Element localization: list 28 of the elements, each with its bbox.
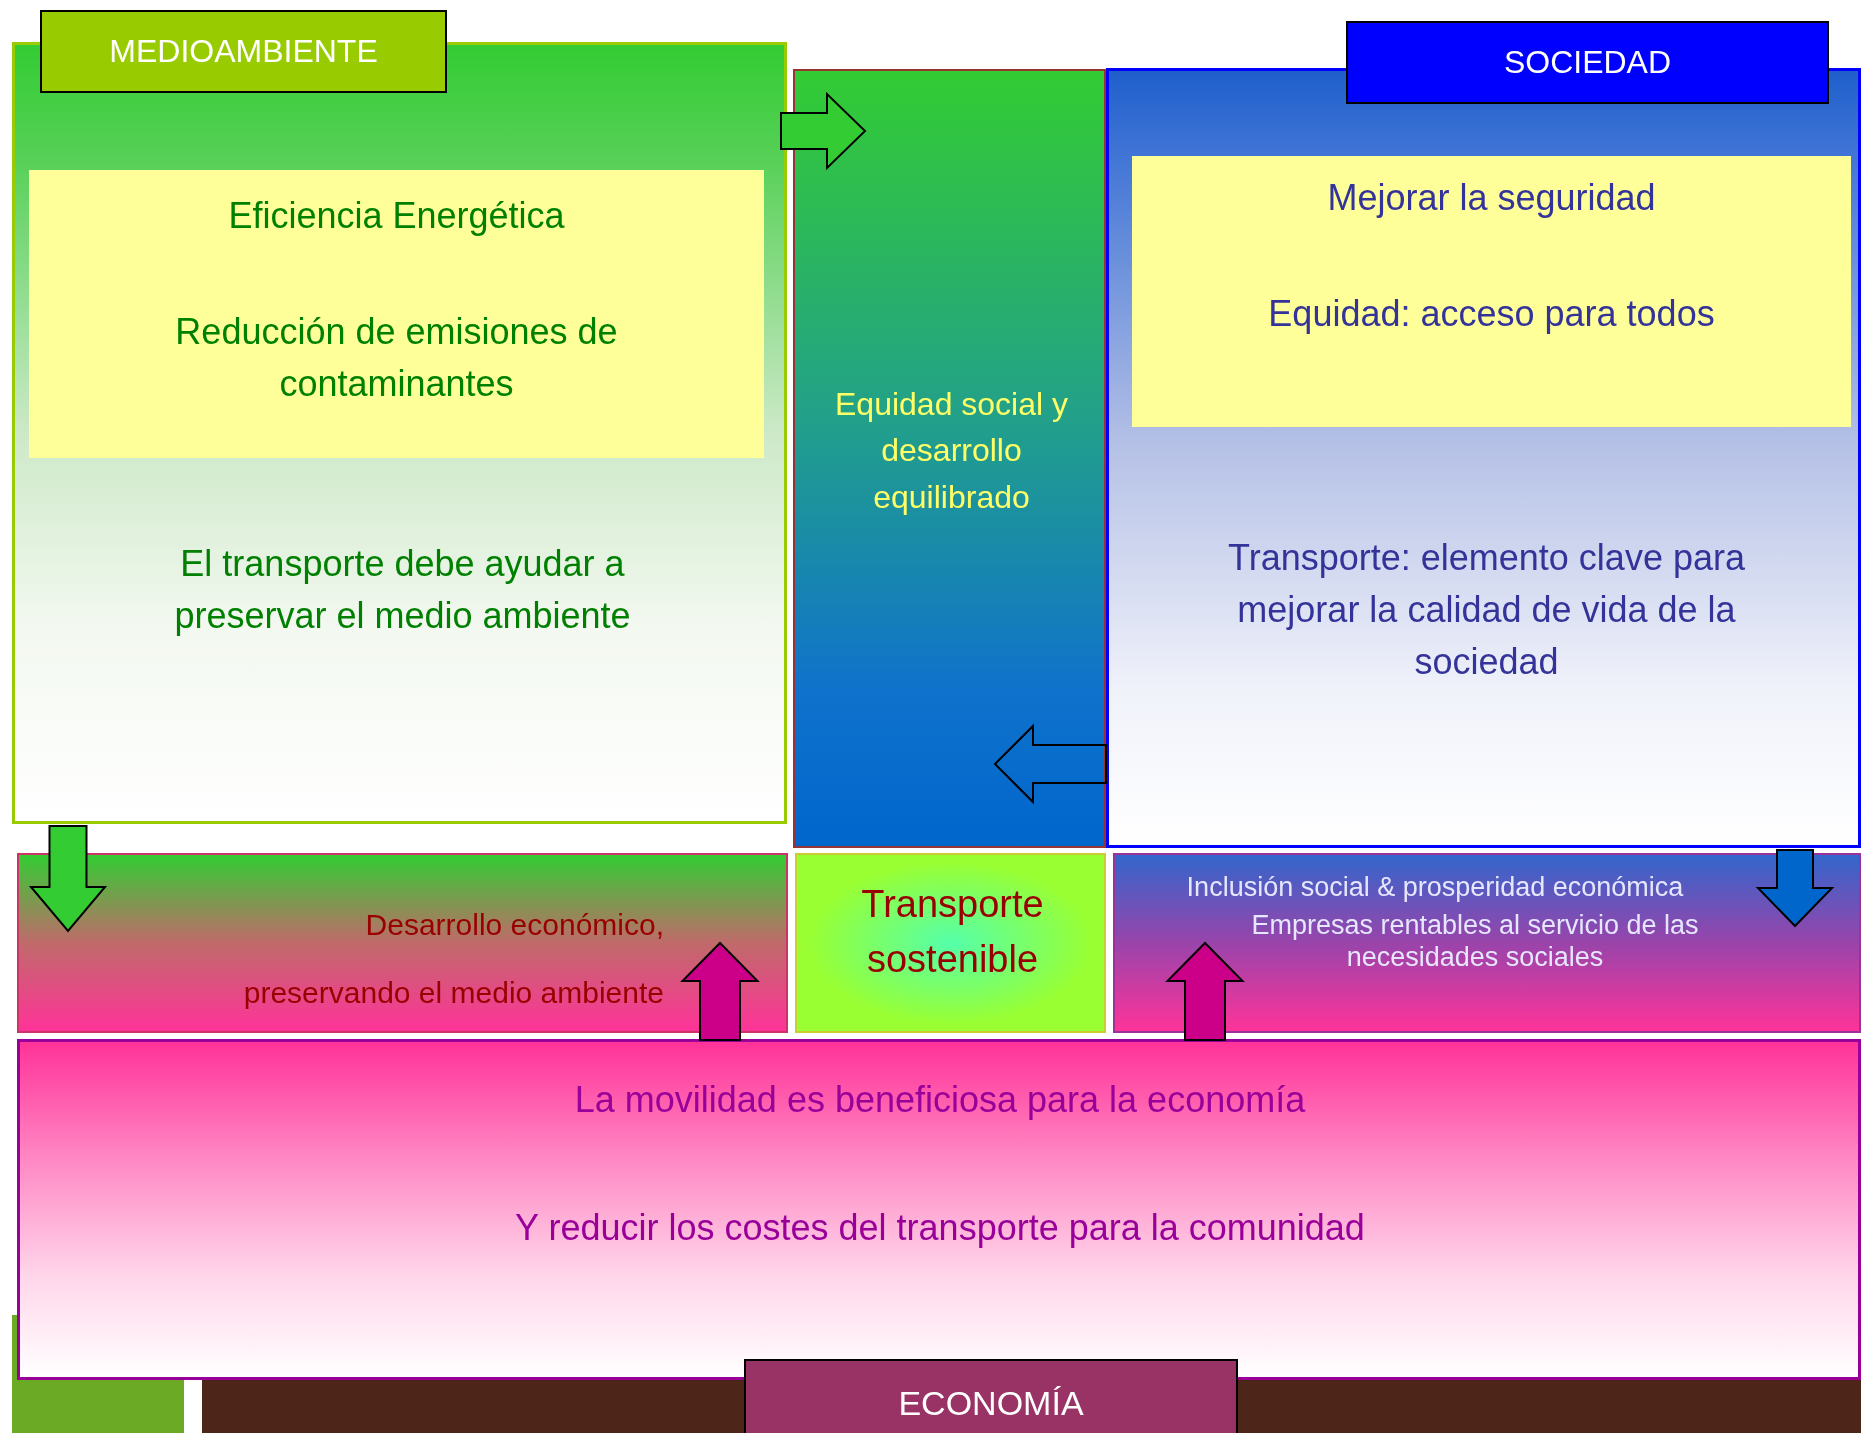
node-text: Mejorar la seguridad bbox=[1326, 176, 1657, 220]
block-arrow bbox=[780, 91, 867, 171]
node-text: Empresas rentables al servicio de las necesidades sociales bbox=[1250, 909, 1700, 974]
center-panel bbox=[795, 853, 1106, 1033]
section-tab: SOCIEDAD bbox=[1346, 21, 1829, 105]
node-text: Y reducir los costes del transporte para la comunidad bbox=[514, 1206, 1366, 1250]
block-arrow bbox=[993, 723, 1107, 805]
block-arrow bbox=[28, 825, 108, 933]
economy-environment-panel bbox=[17, 853, 788, 1033]
node-text: Desarrollo económico, preservando el medio ambiente bbox=[242, 907, 664, 1011]
node-text: Inclusión social & prosperidad económica bbox=[1185, 871, 1685, 904]
node-text: Equidad social y desarrollo equilibrado bbox=[834, 385, 1069, 517]
node-text: Reducción de emisiones de contaminantes bbox=[174, 310, 619, 407]
highlight-panel bbox=[29, 170, 764, 458]
block-arrow bbox=[680, 941, 760, 1041]
center-panel bbox=[793, 69, 1106, 848]
economy-society-panel bbox=[1113, 853, 1861, 1033]
block-arrow bbox=[1755, 849, 1835, 928]
section-tab: MEDIOAMBIENTE bbox=[40, 10, 447, 94]
block-arrow bbox=[1165, 941, 1245, 1041]
node-text: El transporte debe ayudar a preservar el medio ambiente bbox=[173, 542, 632, 639]
node-text: La movilidad es beneficiosa para la economía bbox=[573, 1078, 1307, 1122]
section-tab: ECONOMÍA bbox=[744, 1359, 1238, 1433]
node-text: Eficiencia Energética bbox=[227, 194, 566, 238]
node-text: Transporte: elemento clave para mejorar la calidad de vida de la sociedad bbox=[1227, 536, 1746, 685]
node-text: Transporte sostenible bbox=[860, 882, 1045, 983]
node-text: Equidad: acceso para todos bbox=[1267, 292, 1716, 336]
highlight-panel bbox=[1132, 156, 1851, 427]
